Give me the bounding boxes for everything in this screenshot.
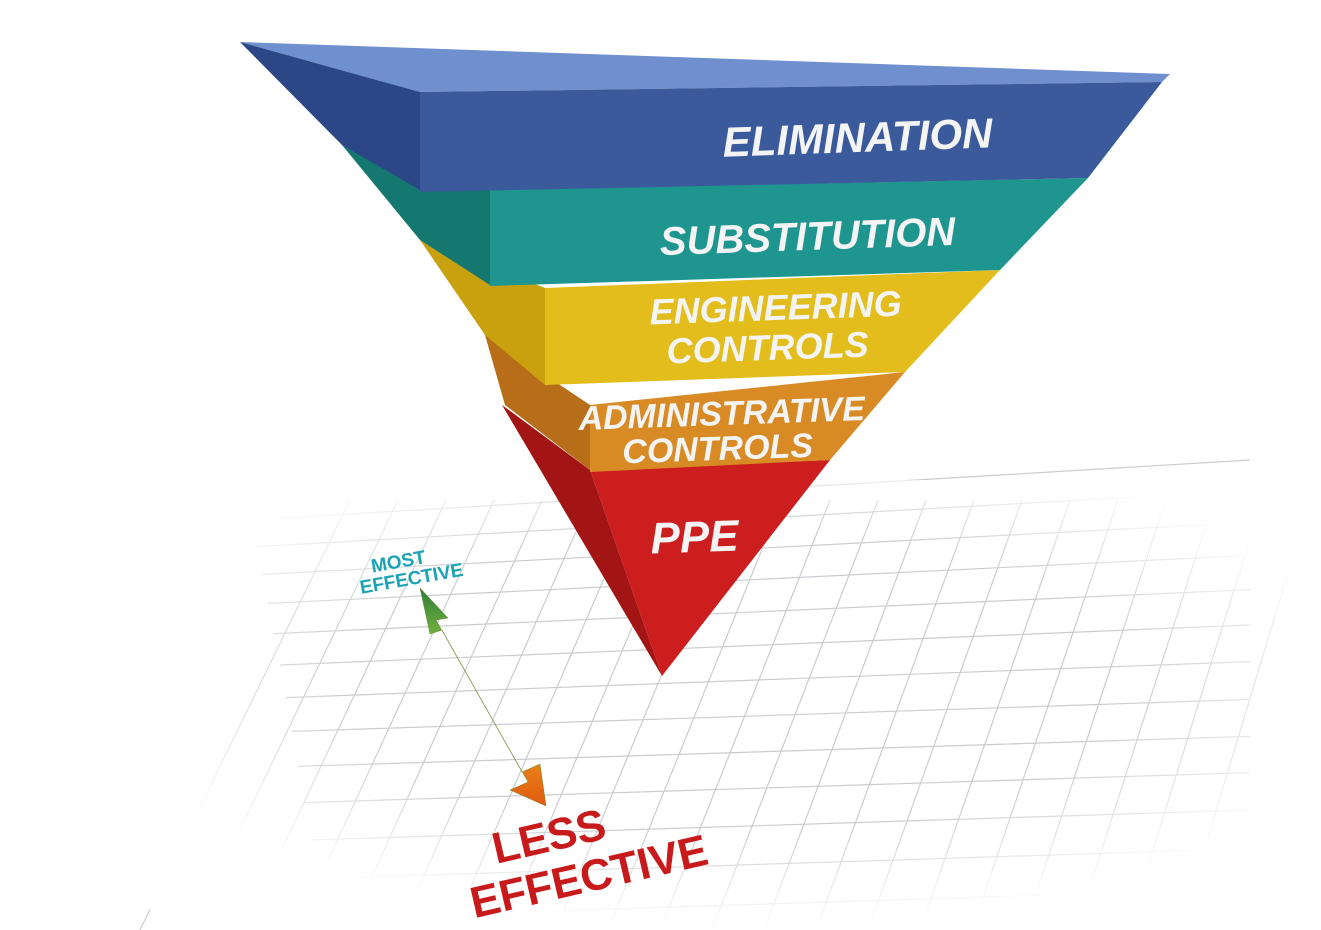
engineering-front-face (545, 270, 1000, 385)
level-substitution: SUBSTITUTION (342, 145, 1088, 286)
level-label: ELIMINATION (722, 109, 995, 165)
ppe-side-face (502, 405, 662, 676)
level-label: PPE (650, 511, 741, 563)
elimination-front-face (420, 82, 1162, 192)
level-label: CONTROLS (666, 323, 869, 371)
level-label: SUBSTITUTION (659, 210, 957, 264)
level-administrative-controls: ADMINISTRATIVE CONTROLS (485, 335, 905, 472)
administrative-side-face (485, 335, 590, 470)
substitution-front-face (490, 178, 1088, 286)
level-ppe: PPE (502, 405, 830, 676)
level-label: CONTROLS (622, 427, 814, 472)
level-elimination: ELIMINATION (240, 42, 1170, 192)
administrative-front-face (590, 372, 905, 472)
ppe-front-face (590, 460, 830, 676)
elimination-side-face (240, 42, 420, 190)
elimination-top-face (240, 42, 1170, 92)
level-label: ENGINEERING (649, 283, 902, 333)
effectiveness-arrow (419, 587, 547, 807)
double-arrow-icon (419, 587, 547, 807)
